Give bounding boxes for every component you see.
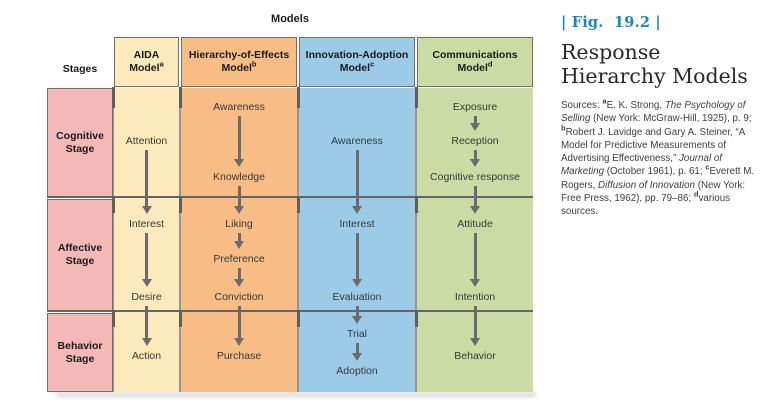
cell-behavior: Behavior — [454, 350, 496, 362]
cell-exposure: Exposure — [452, 101, 498, 113]
column-tick — [414, 310, 418, 327]
arrow-head — [141, 338, 152, 346]
column-tick — [296, 310, 300, 327]
cell-awareness: Awareness — [331, 135, 383, 147]
column-tick — [178, 87, 182, 108]
arrow-line — [355, 306, 359, 317]
cell-action: Action — [131, 350, 162, 362]
column-tick — [296, 87, 300, 108]
arrow-head — [470, 279, 480, 287]
arrow-head — [470, 123, 480, 131]
arrow-head — [352, 206, 362, 214]
arrow-head — [470, 338, 480, 346]
column-tick — [111, 87, 115, 108]
arrow-line — [237, 306, 241, 339]
arrow-line — [355, 343, 359, 354]
header-box-aida — [114, 37, 179, 87]
arrow-line — [473, 186, 477, 207]
column-tick — [414, 87, 418, 108]
cell-reception: Reception — [451, 135, 499, 147]
arrow-head — [234, 159, 244, 167]
column-tick — [178, 310, 182, 327]
header-box-communications — [417, 37, 533, 87]
header-box-innovation-adoption — [299, 37, 415, 87]
arrow-line — [145, 233, 148, 280]
column-tick — [178, 196, 182, 213]
cell-intention: Intention — [454, 291, 496, 303]
arrow-line — [237, 268, 241, 280]
stage-box-affective — [47, 199, 113, 311]
arrow-head — [470, 206, 480, 214]
column-tick — [111, 196, 115, 213]
arrow-line — [145, 306, 148, 339]
arrow-head — [470, 159, 480, 167]
arrow-head — [141, 279, 152, 287]
cell-purchase: Purchase — [216, 350, 262, 362]
arrow-line — [473, 233, 477, 280]
arrow-head — [234, 241, 244, 249]
arrow-line — [145, 150, 148, 207]
arrow-line — [473, 150, 477, 160]
arrow-head — [234, 206, 244, 214]
arrow-head — [141, 206, 152, 214]
figure-caption: | Fig. 19.2 | Response Hierarchy Models … — [561, 14, 767, 219]
arrow-head — [352, 316, 362, 324]
figure-title: Response Hierarchy Models — [561, 40, 748, 88]
column-tick — [414, 196, 418, 213]
cell-adoption: Adoption — [336, 365, 378, 377]
arrow-line — [237, 233, 241, 242]
cell-liking: Liking — [225, 218, 253, 230]
stage-box-cognitive — [47, 88, 113, 197]
cell-conviction: Conviction — [214, 291, 264, 303]
cell-trial: Trial — [346, 328, 368, 340]
arrow-head — [234, 279, 244, 287]
table-shadow — [56, 392, 536, 397]
arrow-line — [473, 306, 477, 339]
arrow-head — [352, 353, 362, 361]
cell-interest: Interest — [128, 218, 165, 230]
arrow-line — [355, 233, 359, 280]
cell-cognitive-response: Cognitive response — [430, 171, 520, 183]
arrow-line — [355, 150, 359, 207]
stage-box-behavior — [47, 313, 113, 392]
column-tick — [296, 196, 300, 213]
cell-attitude: Attitude — [457, 218, 493, 230]
row-line — [47, 310, 533, 312]
column-tick — [111, 310, 115, 327]
stages-column-header: Stages — [62, 63, 98, 75]
figure-number: | Fig. 19.2 | — [561, 14, 661, 31]
arrow-head — [234, 338, 244, 346]
cell-interest: Interest — [339, 218, 375, 230]
row-line — [47, 196, 533, 198]
arrow-line — [473, 116, 477, 124]
cell-awareness: Awareness — [213, 101, 265, 113]
cell-preference: Preference — [213, 253, 265, 265]
cell-knowledge: Knowledge — [213, 171, 265, 183]
header-box-hierarchy-of-effects — [181, 37, 297, 87]
diagram-title: Models — [271, 13, 309, 25]
cell-attention: Attention — [125, 135, 168, 147]
cell-desire: Desire — [131, 291, 162, 303]
cell-evaluation: Evaluation — [332, 291, 382, 303]
figure-sources: Sources: aE. K. Strong, The Psychology o… — [561, 96, 755, 218]
arrow-line — [237, 186, 241, 207]
arrow-head — [352, 279, 362, 287]
arrow-line — [237, 116, 241, 160]
